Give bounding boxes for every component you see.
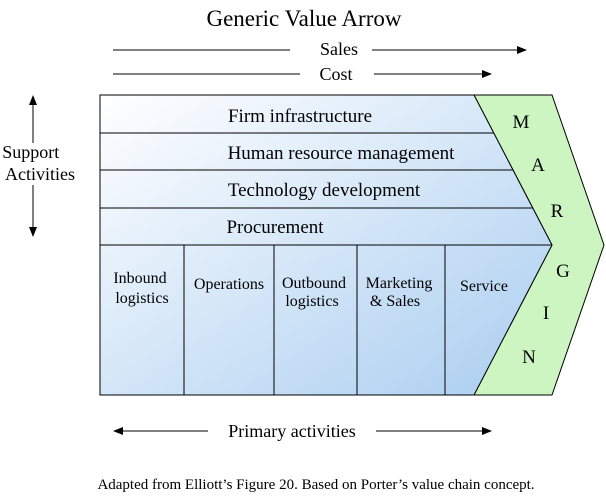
primary-activity-operations: Operations: [194, 276, 264, 293]
primary-activity-marketing-sales: Marketing & Sales: [366, 275, 437, 310]
primary-activity-outbound-logistics: Outbound logistics: [282, 275, 350, 310]
support-label-backdrop: [0, 143, 84, 185]
figure-caption: Adapted from Elliott’s Figure 20. Based …: [97, 477, 534, 493]
support-activity-procurement: Procurement: [226, 217, 324, 238]
primary-activity-inbound-logistics: Inbound logistics: [113, 270, 170, 307]
sales-label: Sales: [320, 39, 358, 59]
margin-letter-a: A: [531, 155, 545, 176]
primary-activity-service: Service: [460, 278, 508, 295]
cost-arrow: Cost: [113, 64, 492, 84]
margin-letter-g: G: [556, 261, 570, 282]
margin-letter-n: N: [522, 347, 536, 368]
margin-letter-r: R: [551, 201, 564, 222]
primary-activities-arrow: Primary activities: [113, 421, 492, 441]
primary-activities-label: Primary activities: [228, 421, 355, 441]
margin-letter-m: M: [513, 112, 530, 133]
margin-letter-i: I: [543, 303, 549, 324]
diagram-title: Generic Value Arrow: [206, 6, 401, 31]
support-activity-technology-development: Technology development: [228, 180, 421, 201]
sales-arrow: Sales: [113, 39, 527, 59]
support-activity-human-resource-management: Human resource management: [228, 143, 456, 164]
support-activity-firm-infrastructure: Firm infrastructure: [228, 106, 372, 127]
cost-label: Cost: [319, 64, 352, 84]
support-activities-label: Support Activities: [2, 142, 75, 184]
